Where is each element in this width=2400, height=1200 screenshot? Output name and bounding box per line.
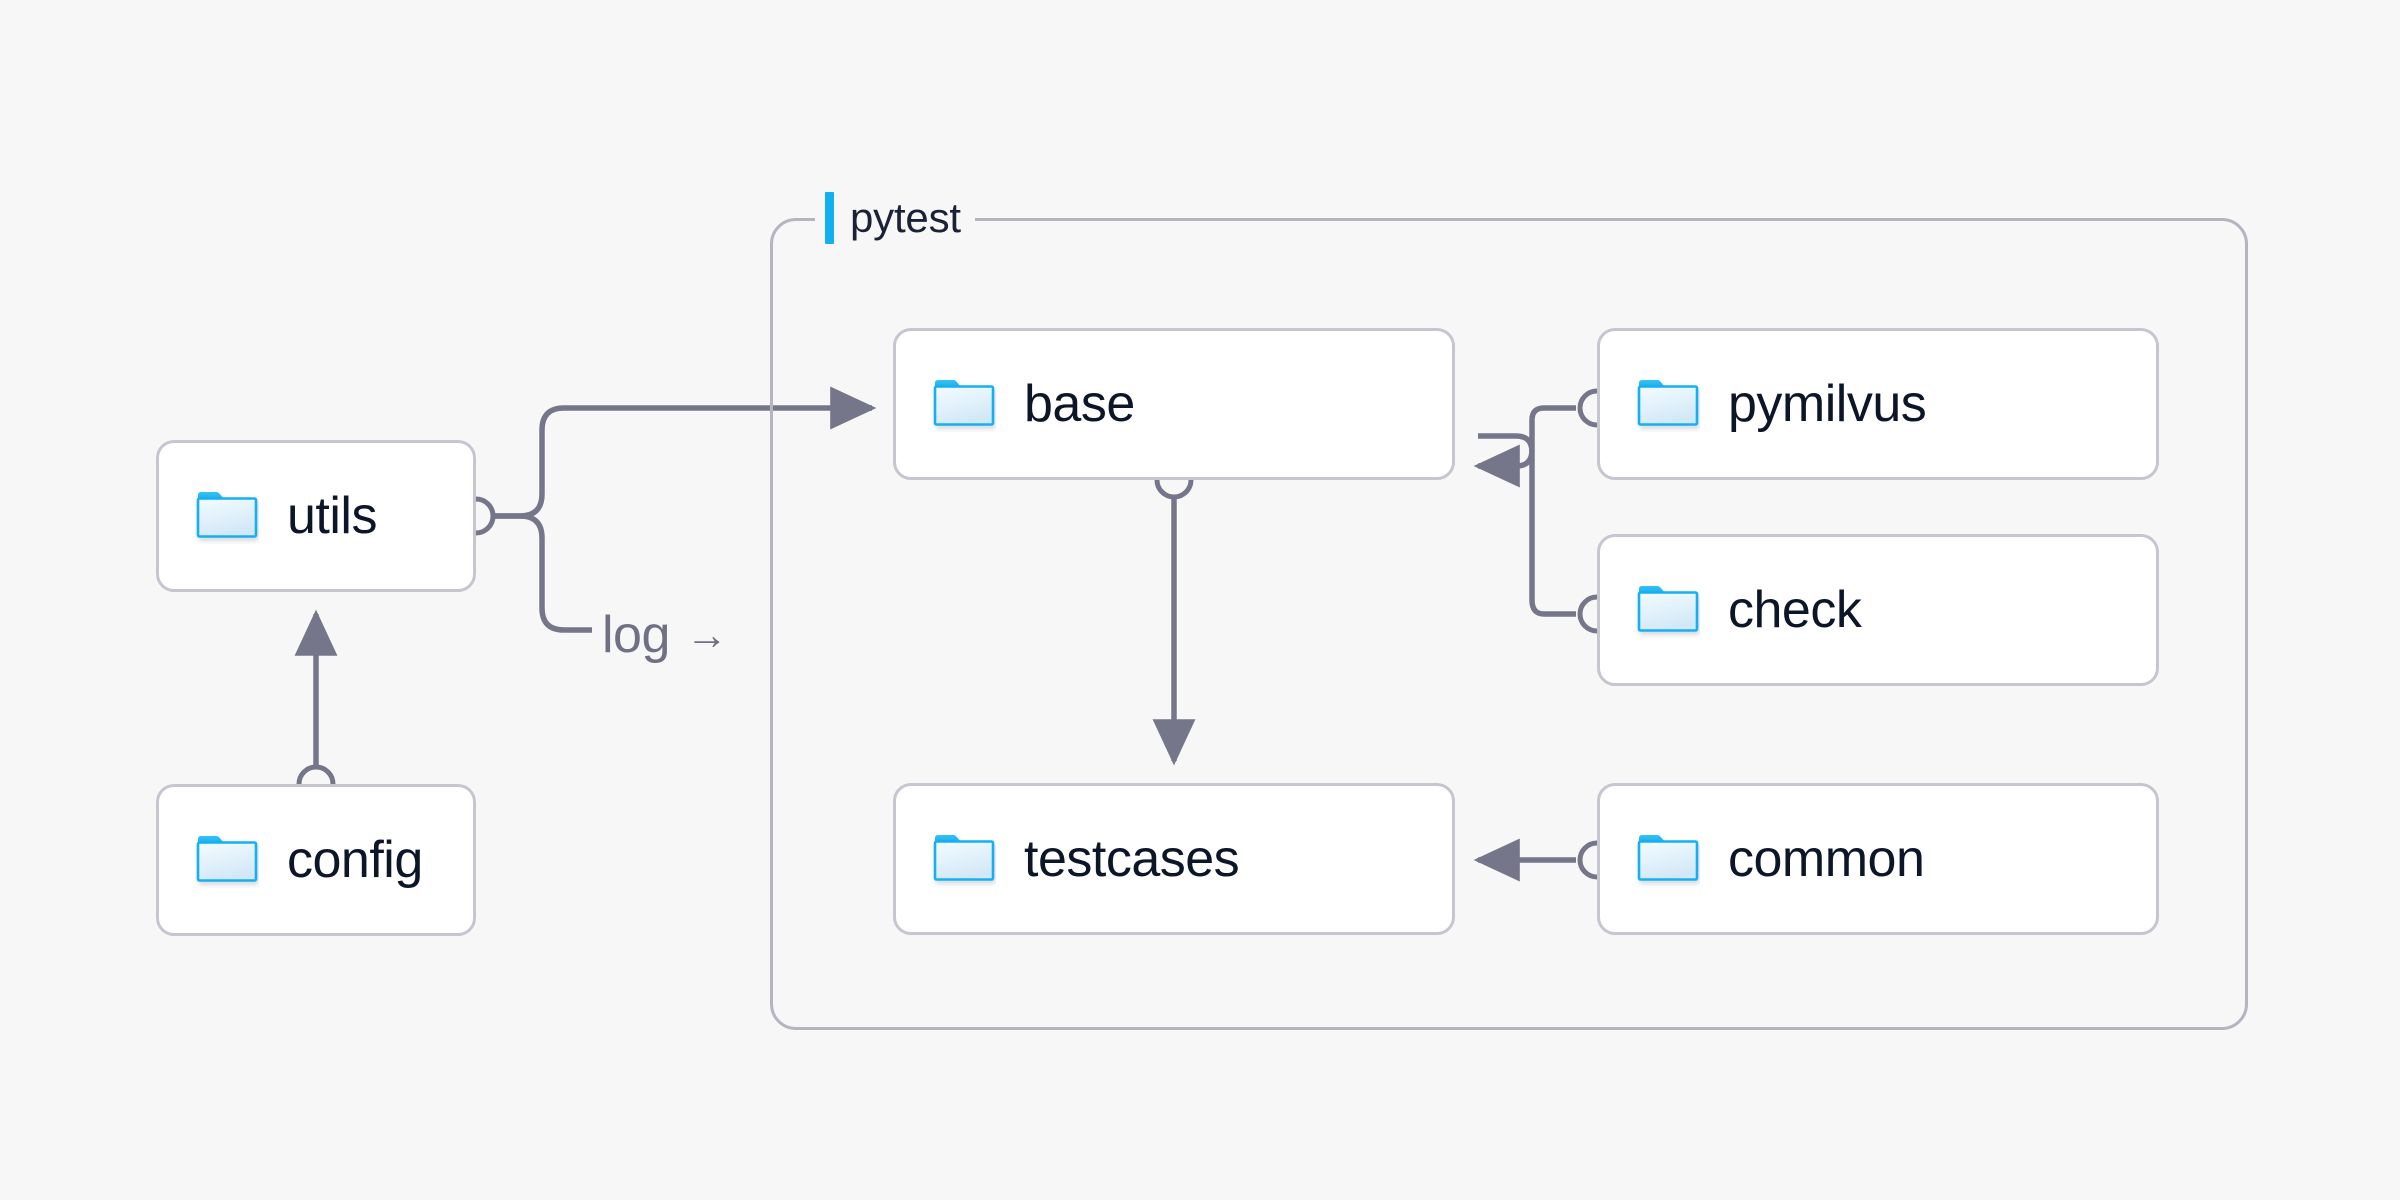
folder-icon [1637, 380, 1699, 426]
node-testcases[interactable]: testcases [893, 783, 1455, 935]
node-pymilvus[interactable]: pymilvus [1597, 328, 2159, 480]
node-common-label: common [1728, 830, 1925, 888]
node-check[interactable]: check [1597, 534, 2159, 686]
node-base-label: base [1024, 375, 1135, 433]
folder-icon [933, 835, 995, 881]
group-pytest-label-text: pytest [850, 194, 961, 241]
arrow-right-icon: → [685, 611, 728, 658]
node-testcases-label: testcases [1024, 830, 1240, 888]
node-config[interactable]: config [156, 784, 476, 936]
node-config-label: config [287, 831, 423, 889]
edge-utils-to-log [476, 513, 592, 633]
node-pymilvus-label: pymilvus [1728, 375, 1927, 433]
node-utils-label: utils [287, 487, 377, 545]
folder-icon [196, 836, 258, 882]
folder-icon [1637, 835, 1699, 881]
node-check-label: check [1728, 581, 1862, 639]
group-pytest-label: pytest [815, 189, 975, 247]
group-pytest[interactable] [770, 218, 2248, 1030]
group-accent-bar [825, 192, 834, 244]
edge-label-log: log → [592, 605, 738, 665]
folder-icon [933, 380, 995, 426]
folder-icon [196, 492, 258, 538]
edge-label-log-text: log [602, 606, 670, 664]
node-utils[interactable]: utils [156, 440, 476, 592]
node-common[interactable]: common [1597, 783, 2159, 935]
node-base[interactable]: base [893, 328, 1455, 480]
folder-icon [1637, 586, 1699, 632]
